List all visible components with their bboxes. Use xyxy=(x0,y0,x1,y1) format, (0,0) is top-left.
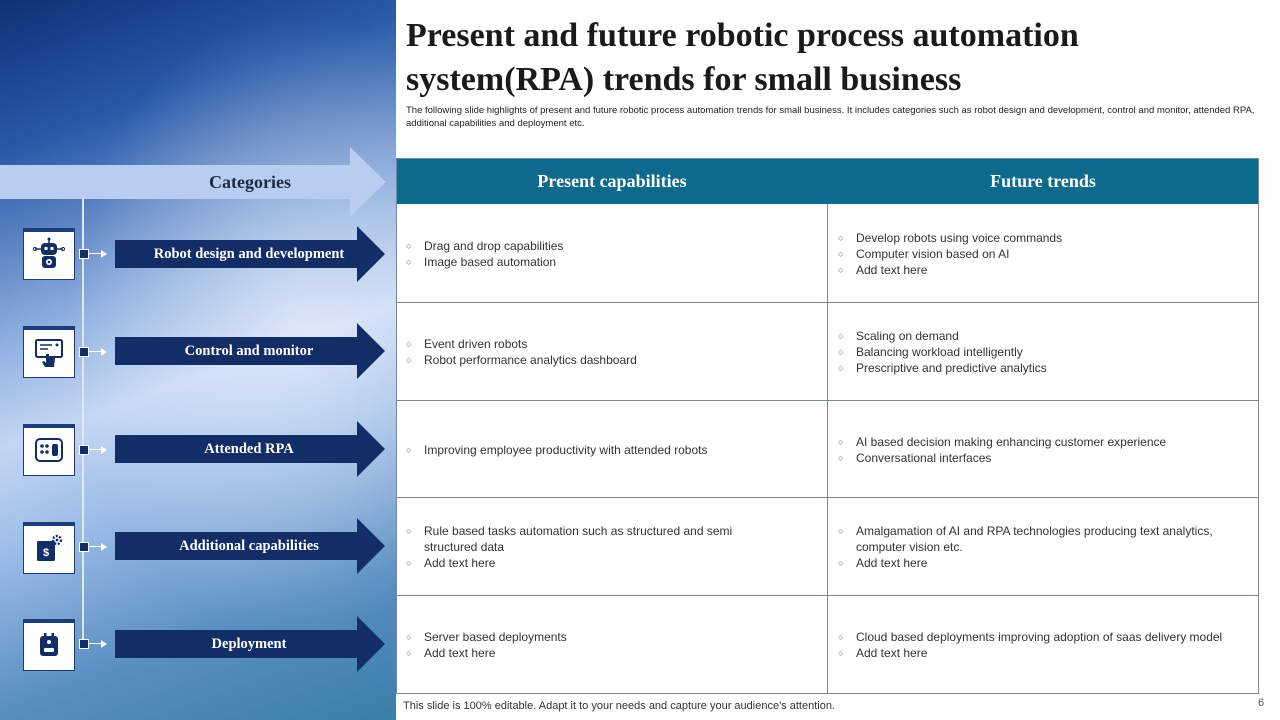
category-label: Attended RPA xyxy=(204,440,294,457)
categories-arrow xyxy=(0,147,386,217)
categories-header: Categories xyxy=(209,172,291,192)
table-cell-present: Rule based tasks automation such as stru… xyxy=(406,498,786,595)
connector-dot xyxy=(79,249,89,259)
category-icon-box-robot xyxy=(23,228,75,280)
row-divider xyxy=(397,497,1258,498)
category-connector-3 xyxy=(79,445,115,455)
list-item: Event driven robots xyxy=(406,336,816,352)
row-divider xyxy=(397,400,1258,401)
bullet-list: Develop robots using voice commands Comp… xyxy=(838,230,1248,278)
bullet-list: Amalgamation of AI and RPA technologies … xyxy=(838,523,1218,571)
list-item: Rule based tasks automation such as stru… xyxy=(406,523,786,555)
trends-table: Present capabilities Future trends Drag … xyxy=(396,158,1259,694)
connector-dot xyxy=(79,347,89,357)
list-item: Drag and drop capabilities xyxy=(406,238,816,254)
list-item: Balancing workload intelligently xyxy=(838,344,1248,360)
table-cell-future: AI based decision making enhancing custo… xyxy=(838,401,1248,498)
list-item: Add text here xyxy=(406,645,816,661)
control-panel-icon xyxy=(35,438,63,462)
deployment-device-icon xyxy=(40,633,58,656)
bullet-list: Scaling on demand Balancing workload int… xyxy=(838,328,1248,376)
connector-dot xyxy=(79,639,89,649)
bullet-list: AI based decision making enhancing custo… xyxy=(838,434,1248,466)
category-connector-1 xyxy=(79,249,115,259)
table-cell-future: Scaling on demand Balancing workload int… xyxy=(838,303,1248,400)
category-additional-capabilities: Additional capabilities xyxy=(115,518,385,574)
table-cell-future: Amalgamation of AI and RPA technologies … xyxy=(838,498,1218,595)
table-cell-future: Cloud based deployments improving adopti… xyxy=(838,596,1228,693)
list-item: Develop robots using voice commands xyxy=(838,230,1248,246)
list-item: Add text here xyxy=(838,645,1228,661)
footer-note: This slide is 100% editable. Adapt it to… xyxy=(403,700,835,712)
connector-dot xyxy=(79,542,89,552)
connector-line xyxy=(89,351,103,352)
list-item: AI based decision making enhancing custo… xyxy=(838,434,1248,450)
list-item: Scaling on demand xyxy=(838,328,1248,344)
slide-title: Present and future robotic process autom… xyxy=(406,17,1079,98)
monitor-hand-icon xyxy=(35,339,63,367)
category-deployment: Deployment xyxy=(115,616,385,672)
connector-line xyxy=(89,253,103,254)
row-divider xyxy=(397,595,1258,596)
bullet-list: Server based deployments Add text here xyxy=(406,629,816,661)
category-label: Control and monitor xyxy=(184,342,314,359)
category-icon-box-control xyxy=(23,326,75,378)
connector-arrowhead xyxy=(101,543,107,551)
list-item: Conversational interfaces xyxy=(838,450,1248,466)
list-item: Add text here xyxy=(838,262,1248,278)
list-item: Prescriptive and predictive analytics xyxy=(838,360,1248,376)
category-label: Robot design and development xyxy=(153,245,345,262)
bullet-list: Cloud based deployments improving adopti… xyxy=(838,629,1228,661)
connector-line xyxy=(89,643,103,644)
list-item: Add text here xyxy=(838,555,1218,571)
list-item: Computer vision based on AI xyxy=(838,246,1248,262)
list-item: Improving employee productivity with att… xyxy=(406,442,816,458)
table-cell-present: Event driven robots Robot performance an… xyxy=(406,303,816,400)
slide-subtitle: The following slide highlights of presen… xyxy=(406,105,1255,129)
category-icon-box-deployment xyxy=(23,619,75,671)
row-divider xyxy=(397,302,1258,303)
list-item: Server based deployments xyxy=(406,629,816,645)
table-cell-present: Improving employee productivity with att… xyxy=(406,401,816,498)
bullet-list: Drag and drop capabilities Image based a… xyxy=(406,238,816,270)
category-connector-4 xyxy=(79,542,115,552)
category-label: Additional capabilities xyxy=(179,537,319,554)
list-item: Image based automation xyxy=(406,254,816,270)
money-gear-icon: $ xyxy=(37,534,63,561)
connector-arrowhead xyxy=(101,250,107,258)
category-connector-2 xyxy=(79,347,115,357)
category-robot-design: Robot design and development xyxy=(115,226,385,282)
connector-arrowhead xyxy=(101,640,107,648)
bullet-list: Improving employee productivity with att… xyxy=(406,442,816,458)
header-future-trends: Future trends xyxy=(990,171,1096,191)
category-icon-box-attended xyxy=(23,424,75,476)
list-item: Amalgamation of AI and RPA technologies … xyxy=(838,523,1218,555)
svg-text:$: $ xyxy=(43,547,49,559)
table-cell-present: Drag and drop capabilities Image based a… xyxy=(406,205,816,302)
connector-arrowhead xyxy=(101,348,107,356)
bullet-list: Rule based tasks automation such as stru… xyxy=(406,523,786,571)
bullet-list: Event driven robots Robot performance an… xyxy=(406,336,816,368)
category-connector-5 xyxy=(79,639,115,649)
category-attended-rpa: Attended RPA xyxy=(115,421,385,477)
table-cell-present: Server based deployments Add text here xyxy=(406,596,816,693)
page-number: 6 xyxy=(1258,697,1265,709)
list-item: Robot performance analytics dashboard xyxy=(406,352,816,368)
column-divider xyxy=(827,204,828,693)
category-connector-line xyxy=(82,198,84,648)
list-item: Cloud based deployments improving adopti… xyxy=(838,629,1228,645)
table-cell-future: Develop robots using voice commands Comp… xyxy=(838,205,1248,302)
robot-icon xyxy=(32,237,66,268)
connector-dot xyxy=(79,445,89,455)
connector-arrowhead xyxy=(101,446,107,454)
list-item: Add text here xyxy=(406,555,786,571)
connector-line xyxy=(89,449,103,450)
category-icon-box-additional: $ xyxy=(23,522,75,574)
header-present-capabilities: Present capabilities xyxy=(537,171,687,191)
table-header: Present capabilities Future trends xyxy=(397,159,1258,204)
connector-line xyxy=(89,546,103,547)
category-label: Deployment xyxy=(211,635,287,652)
category-control-monitor: Control and monitor xyxy=(115,323,385,379)
